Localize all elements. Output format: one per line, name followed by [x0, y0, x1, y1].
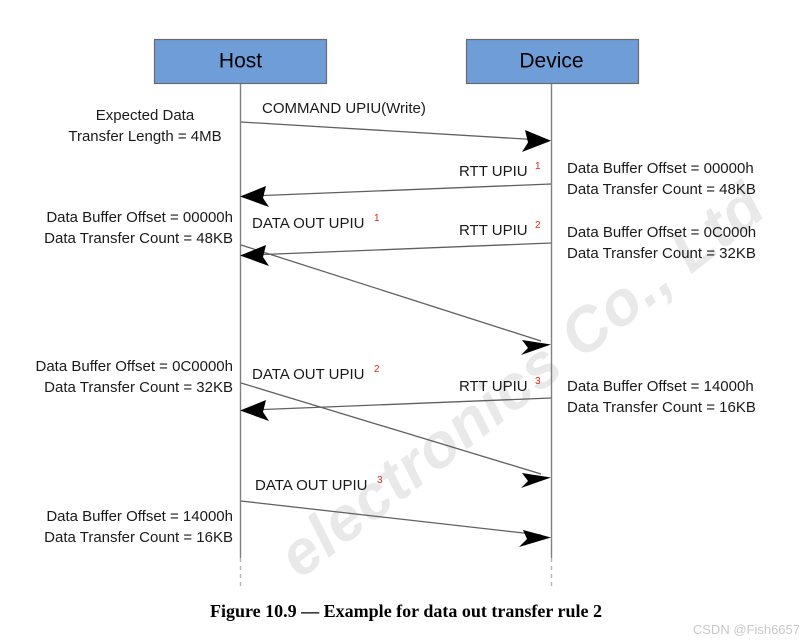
- note-rtt-1-params-line1: Data Buffer Offset = 00000h: [567, 160, 754, 177]
- message-command-upiu-write-label: COMMAND UPIU(Write): [262, 100, 426, 117]
- message-rtt-upiu-3-superscript: 3: [535, 376, 541, 387]
- message-data-out-upiu-1: DATA OUT UPIU 1: [240, 213, 551, 355]
- message-rtt-upiu-1-superscript: 1: [535, 161, 541, 172]
- message-rtt-upiu-1: RTT UPIU 1: [240, 161, 552, 207]
- message-data-out-upiu-2-line: [240, 382, 542, 475]
- message-rtt-upiu-3: RTT UPIU 3: [240, 376, 552, 421]
- note-expected-data-transfer-length: Expected Data Transfer Length = 4MB: [68, 107, 221, 145]
- note-host-data-out-1-params: Data Buffer Offset = 00000h Data Transfe…: [44, 209, 233, 247]
- actor-host[interactable]: Host: [153, 38, 328, 85]
- message-command-upiu-write-arrowhead: [522, 130, 551, 152]
- message-data-out-upiu-2: DATA OUT UPIU 2: [240, 364, 551, 488]
- message-rtt-upiu-3-arrowhead: [240, 400, 269, 421]
- note-rtt-1-params: Data Buffer Offset = 00000h Data Transfe…: [567, 160, 756, 198]
- note-rtt-3-params-line1: Data Buffer Offset = 14000h: [567, 378, 754, 395]
- message-data-out-upiu-1-superscript: 1: [374, 213, 380, 224]
- message-data-out-upiu-1-label: DATA OUT UPIU: [252, 215, 365, 232]
- message-rtt-upiu-2-arrowhead: [240, 245, 269, 266]
- message-data-out-upiu-3: DATA OUT UPIU 3: [240, 475, 551, 547]
- message-rtt-upiu-1-arrowhead: [240, 186, 269, 207]
- message-rtt-upiu-2-superscript: 2: [535, 220, 541, 231]
- message-rtt-upiu-1-line: [250, 183, 552, 197]
- message-data-out-upiu-3-arrowhead: [519, 530, 551, 547]
- actor-host-label: Host: [219, 50, 262, 73]
- note-rtt-3-params-line2: Data Transfer Count = 16KB: [567, 399, 756, 416]
- actor-device-box: [465, 38, 640, 85]
- watermark-csdn-text: CSDN @Fish6657: [693, 622, 800, 637]
- note-rtt-3-params: Data Buffer Offset = 14000h Data Transfe…: [567, 378, 756, 416]
- note-host-data-out-2-params-line1: Data Buffer Offset = 0C0000h: [36, 358, 234, 375]
- message-data-out-upiu-1-line: [240, 244, 542, 342]
- message-rtt-upiu-2-label: RTT UPIU: [459, 222, 528, 239]
- note-expected-data-transfer-length-line1: Expected Data: [96, 107, 195, 124]
- note-rtt-2-params: Data Buffer Offset = 0C000h Data Transfe…: [567, 224, 756, 262]
- message-command-upiu-write: COMMAND UPIU(Write): [240, 100, 551, 152]
- message-command-upiu-write-line: [240, 121, 542, 141]
- note-host-data-out-3-params: Data Buffer Offset = 14000h Data Transfe…: [44, 508, 233, 546]
- actor-device[interactable]: Device: [465, 38, 640, 85]
- message-data-out-upiu-2-arrowhead: [521, 473, 551, 488]
- note-rtt-1-params-line2: Data Transfer Count = 48KB: [567, 181, 756, 198]
- message-data-out-upiu-2-label: DATA OUT UPIU: [252, 366, 365, 383]
- note-host-data-out-2-params: Data Buffer Offset = 0C0000h Data Transf…: [36, 358, 234, 396]
- message-rtt-upiu-3-label: RTT UPIU: [459, 378, 528, 395]
- figure-caption: Figure 10.9 — Example for data out trans…: [210, 601, 602, 621]
- note-host-data-out-1-params-line2: Data Transfer Count = 48KB: [44, 230, 233, 247]
- note-rtt-2-params-line2: Data Transfer Count = 32KB: [567, 245, 756, 262]
- note-expected-data-transfer-length-line2: Transfer Length = 4MB: [68, 128, 221, 145]
- message-data-out-upiu-3-line: [240, 500, 542, 536]
- message-data-out-upiu-3-label: DATA OUT UPIU: [255, 477, 368, 494]
- actor-host-box: [153, 38, 328, 85]
- message-rtt-upiu-2: RTT UPIU 2: [240, 220, 552, 266]
- message-data-out-upiu-1-arrowhead: [521, 340, 551, 355]
- actor-device-label: Device: [519, 50, 583, 73]
- note-rtt-2-params-line1: Data Buffer Offset = 0C000h: [567, 224, 756, 241]
- note-host-data-out-2-params-line2: Data Transfer Count = 32KB: [44, 379, 233, 396]
- message-data-out-upiu-2-superscript: 2: [374, 364, 380, 375]
- message-rtt-upiu-2-line: [250, 242, 552, 256]
- note-host-data-out-1-params-line1: Data Buffer Offset = 00000h: [46, 209, 233, 226]
- message-rtt-upiu-1-label: RTT UPIU: [459, 163, 528, 180]
- message-data-out-upiu-3-superscript: 3: [377, 475, 383, 486]
- message-rtt-upiu-3-line: [250, 397, 552, 411]
- note-host-data-out-3-params-line2: Data Transfer Count = 16KB: [44, 529, 233, 546]
- note-host-data-out-3-params-line1: Data Buffer Offset = 14000h: [46, 508, 233, 525]
